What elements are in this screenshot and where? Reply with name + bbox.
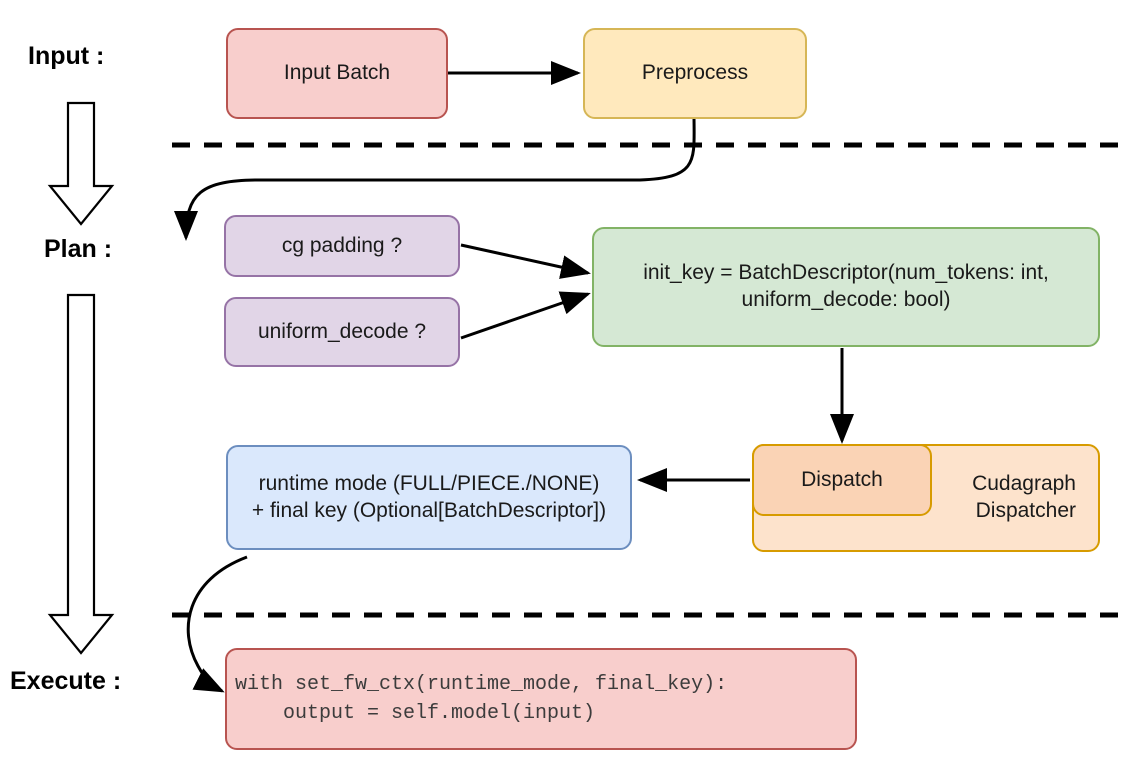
input-to-plan-block-arrow: [47, 101, 115, 226]
node-execute-code[interactable]: with set_fw_ctx(runtime_mode, final_key)…: [225, 648, 857, 750]
plan-to-execute-block-arrow: [47, 293, 115, 655]
node-runtime-mode[interactable]: runtime mode (FULL/PIECE./NONE) + final …: [226, 445, 632, 550]
uniform-decode-to-init-key-arrow: [460, 291, 591, 340]
node-uniform-decode-label: uniform_decode ?: [257, 319, 427, 343]
node-preprocess-label: Preprocess: [641, 61, 749, 85]
cg-padding-to-init-key-arrow: [460, 243, 591, 279]
node-execute-code-line-2: output = self.model(input): [235, 702, 596, 725]
node-runtime-mode-line-2: + final key (Optional[BatchDescriptor]): [251, 498, 607, 522]
stage-label-execute: Execute :: [10, 667, 122, 695]
node-runtime-mode-line-1: runtime mode (FULL/PIECE./NONE): [258, 471, 600, 495]
node-cudagraph-dispatcher-label-line-2: Dispatcher: [975, 499, 1076, 522]
stage-label-plan: Plan :: [44, 235, 113, 263]
node-init-key[interactable]: init_key = BatchDescriptor(num_tokens: i…: [592, 227, 1100, 347]
node-dispatch[interactable]: Dispatch: [752, 444, 932, 516]
node-execute-code-line-1: with set_fw_ctx(runtime_mode, final_key)…: [235, 673, 728, 696]
node-input-batch-label: Input Batch: [283, 61, 391, 85]
preprocess-to-cg-padding-arrow: [174, 113, 696, 241]
node-uniform-decode[interactable]: uniform_decode ?: [224, 297, 460, 367]
node-cudagraph-dispatcher-label-line-1: Cudagraph: [972, 472, 1076, 496]
node-dispatch-label: Dispatch: [801, 467, 883, 491]
node-init-key-line-2: uniform_decode: bool): [741, 288, 951, 311]
node-cg-padding-label: cg padding ?: [281, 233, 403, 257]
node-cg-padding[interactable]: cg padding ?: [224, 215, 460, 277]
runtime-mode-to-execute-code-arrow: [186, 555, 248, 693]
node-preprocess[interactable]: Preprocess: [583, 28, 807, 119]
node-init-key-line-1: init_key = BatchDescriptor(num_tokens: i…: [643, 261, 1049, 285]
node-input-batch[interactable]: Input Batch: [226, 28, 448, 119]
stage-label-input: Input :: [28, 42, 105, 70]
